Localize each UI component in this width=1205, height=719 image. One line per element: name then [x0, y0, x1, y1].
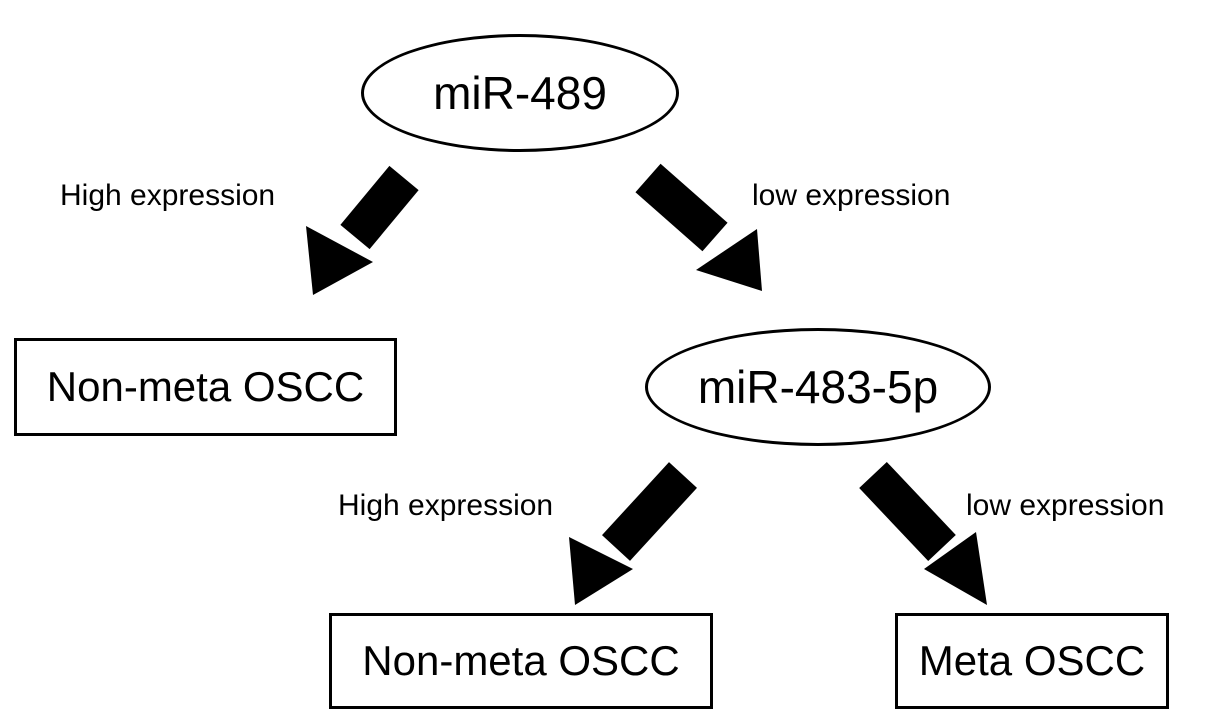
- node-nonmeta-oscc-left: Non-meta OSCC: [14, 338, 397, 436]
- node-mir-483-5p: miR-483-5p: [645, 328, 991, 446]
- node-mir-483-5p-label: miR-483-5p: [697, 361, 939, 413]
- arrow-mid-to-nonmeta: [569, 462, 697, 605]
- node-mir-489: miR-489: [361, 34, 679, 152]
- node-mir-489-label: miR-489: [433, 67, 607, 119]
- node-nonmeta-oscc-bottom-label: Non-meta OSCC: [362, 637, 680, 684]
- edge-label-root-low: low expression: [752, 179, 951, 212]
- edge-label-mid-low: low expression: [966, 489, 1165, 522]
- arrow-mid-to-meta: [859, 461, 987, 605]
- node-meta-oscc: Meta OSCC: [895, 613, 1169, 709]
- node-meta-oscc-label: Meta OSCC: [918, 637, 1146, 684]
- edge-label-root-high: High expression: [60, 179, 276, 212]
- node-nonmeta-oscc-bottom: Non-meta OSCC: [329, 613, 713, 709]
- arrow-root-to-nonmeta: [306, 165, 419, 295]
- arrow-root-to-mid: [635, 163, 762, 291]
- node-nonmeta-oscc-left-label: Non-meta OSCC: [46, 363, 365, 410]
- edge-label-mid-high: High expression: [338, 489, 554, 522]
